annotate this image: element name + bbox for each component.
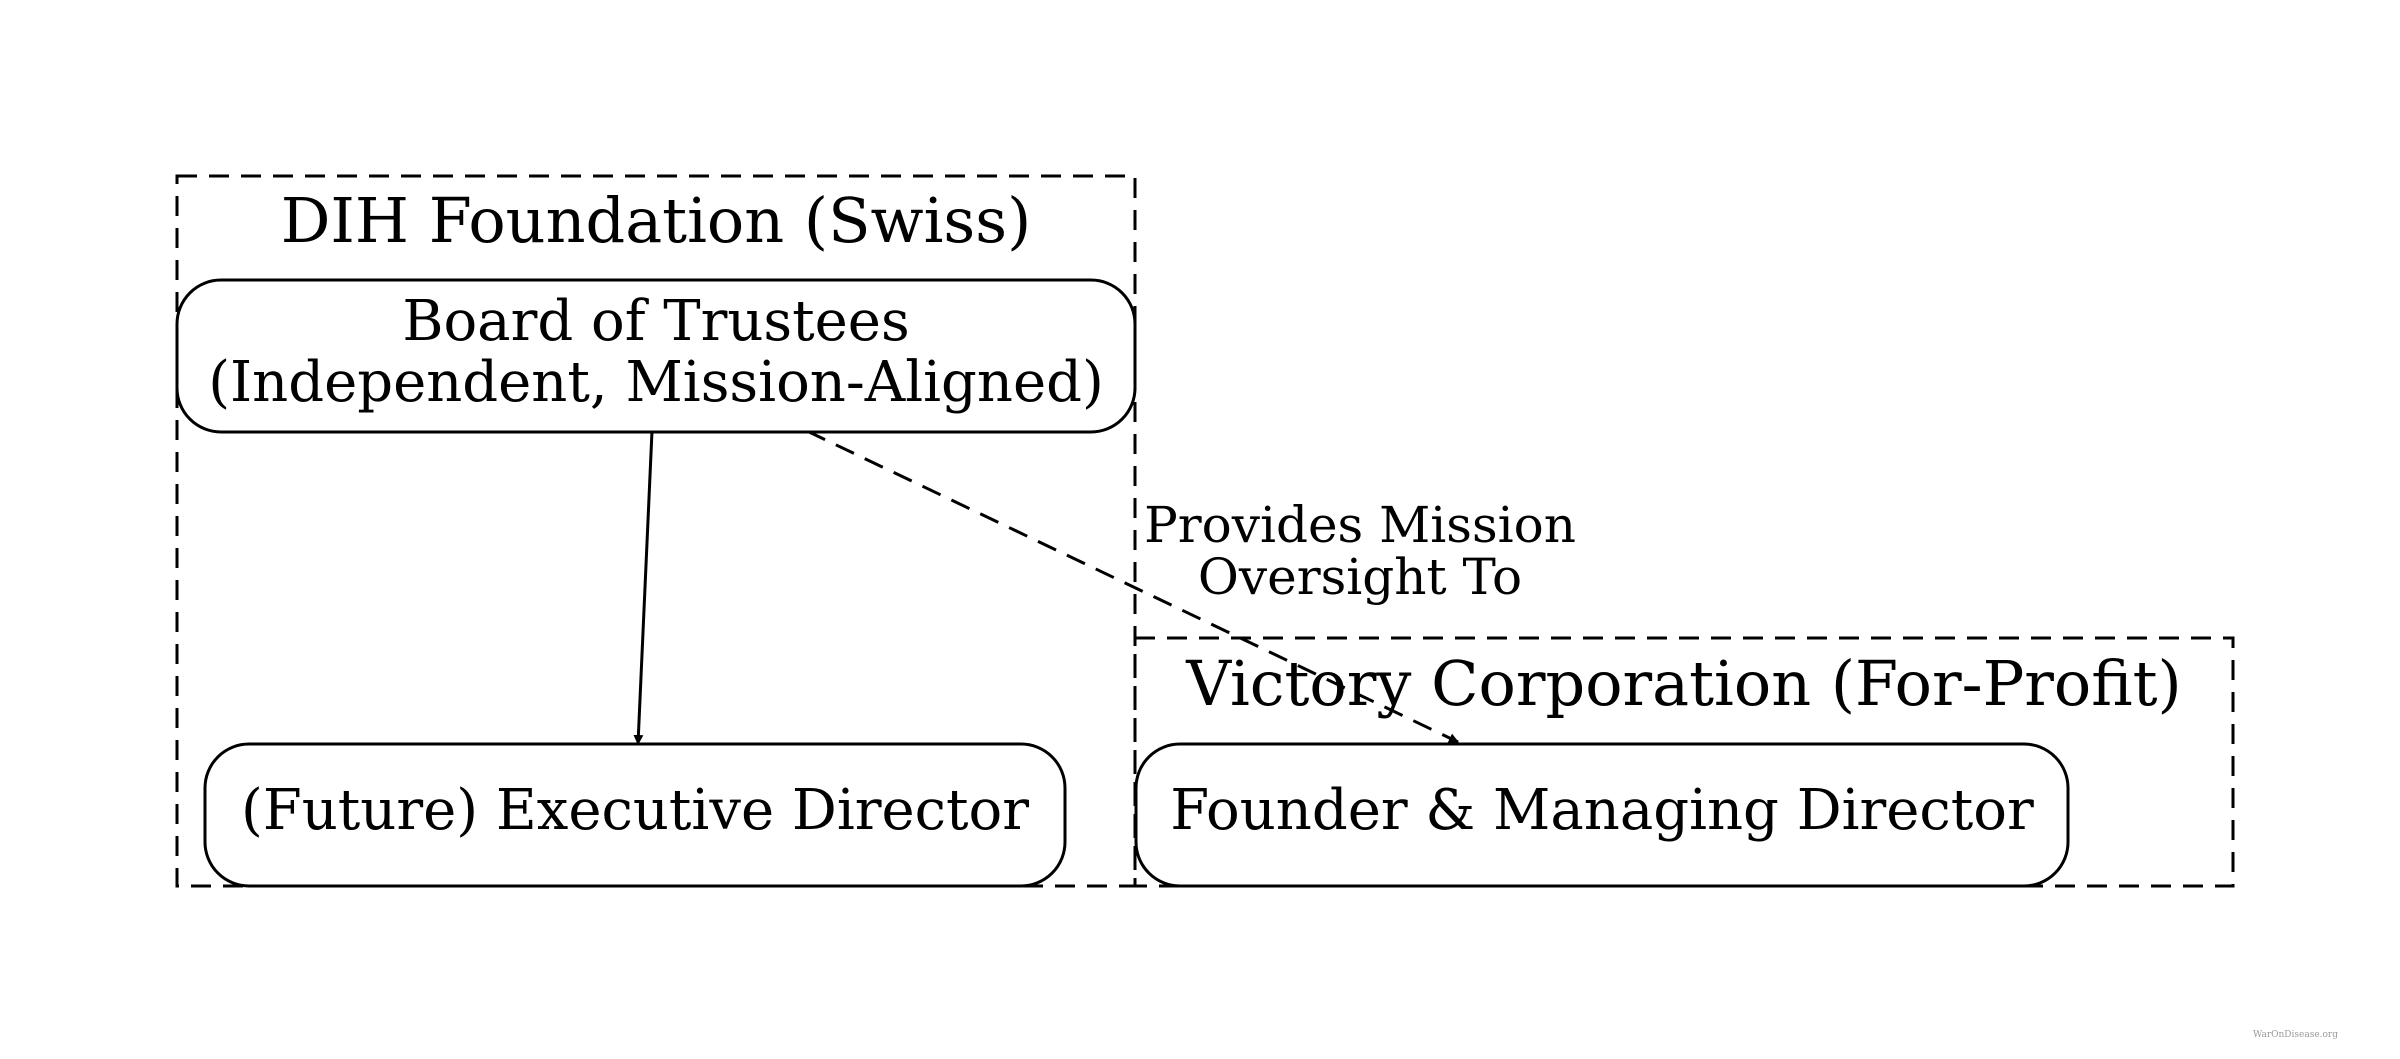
- node-executive-director: (Future) Executive Director: [203, 742, 1067, 888]
- node-founder-managing-director-box: [1134, 742, 2070, 888]
- watermark-text: WarOnDisease.org: [2253, 1030, 2338, 1040]
- node-board-of-trustees-box: [175, 278, 1137, 434]
- node-founder-managing-director-label: Founder & Managing Director: [1170, 778, 2034, 843]
- edge-board-to-founder-label-line1: Provides Mission: [1144, 496, 1576, 554]
- node-board-of-trustees-title: Board of Trustees: [402, 289, 909, 354]
- cluster-victory-corporation-title: Victory Corporation (For-Profit): [1185, 647, 2181, 720]
- cluster-dih-foundation-title: DIH Foundation (Swiss): [281, 184, 1032, 257]
- node-board-of-trustees-subtitle: (Independent, Mission-Aligned): [208, 350, 1104, 415]
- node-founder-managing-director: Founder & Managing Director: [1134, 742, 2070, 888]
- edge-board-to-founder-label-line2: Oversight To: [1198, 548, 1522, 606]
- edge-board-to-executive: [633, 430, 654, 745]
- edge-board-to-executive-line: [633, 430, 654, 745]
- edge-board-to-founder-line: [806, 429, 1459, 744]
- node-board-of-trustees: Board of Trustees (Independent, Mission-…: [175, 278, 1137, 434]
- node-executive-director-label: (Future) Executive Director: [241, 778, 1029, 843]
- node-executive-director-box: [203, 742, 1067, 888]
- edge-board-to-founder: Provides Mission Oversight To: [806, 429, 1576, 744]
